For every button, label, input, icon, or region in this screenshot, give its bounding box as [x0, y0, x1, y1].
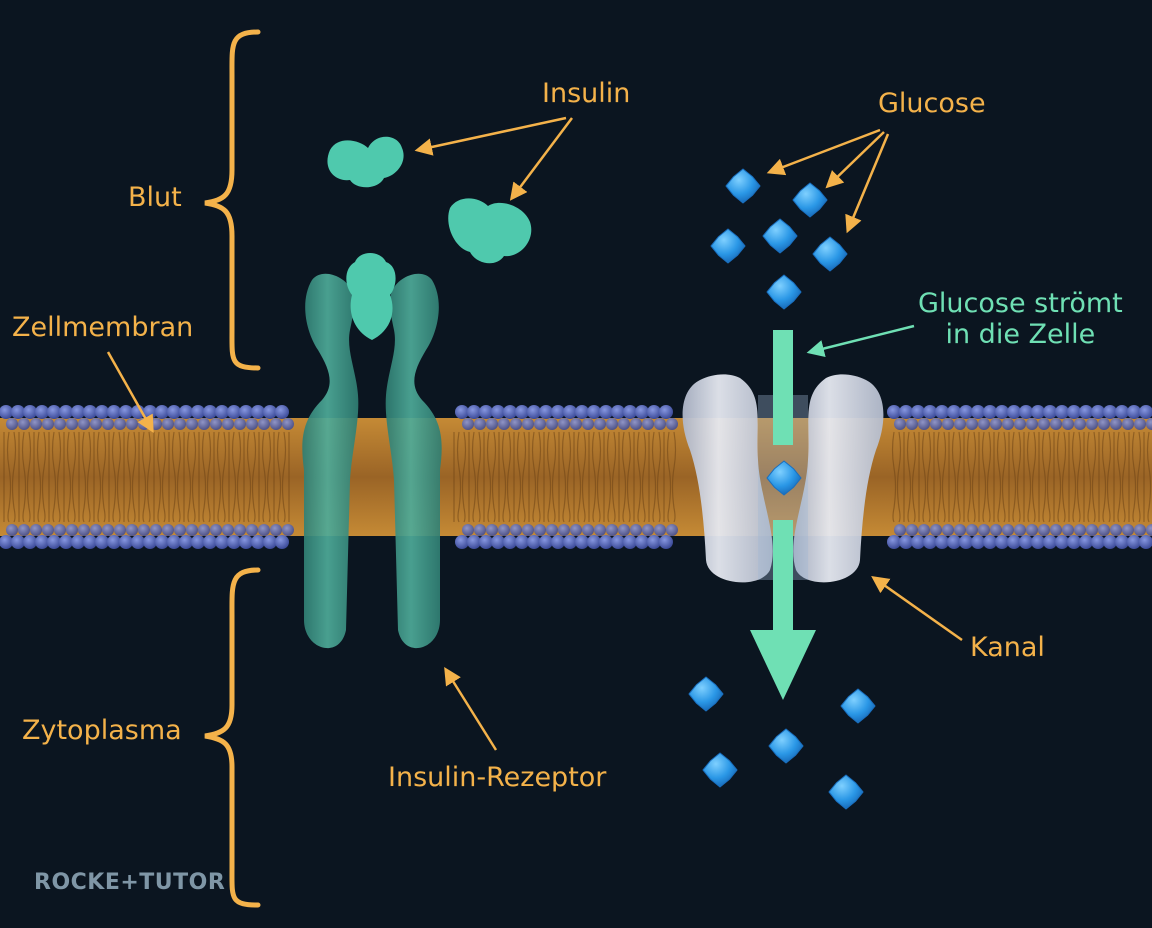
arrow-glucose-3	[845, 133, 890, 234]
lipid-heads-top	[0, 405, 1152, 430]
pointer-arrows	[106, 116, 963, 751]
glucose-molecule	[725, 168, 761, 204]
glucose-molecule	[766, 274, 802, 310]
arrow-zellmembran	[106, 351, 154, 434]
glucose-molecule	[766, 460, 802, 496]
label-glucose-flow: Glucose strömt in die Zelle	[918, 288, 1123, 350]
arrow-kanal	[871, 575, 963, 642]
label-glucose-flow-line2: in die Zelle	[945, 319, 1096, 351]
label-zellmembran: Zellmembran	[12, 312, 194, 343]
insulin-molecule-1	[327, 136, 404, 188]
label-insulin: Insulin	[542, 78, 631, 109]
brand-logo: ROCKE+TUTOR	[34, 870, 226, 895]
lipid-tails	[3, 431, 1152, 523]
cell-membrane	[0, 405, 1152, 549]
arrow-rezeptor	[444, 667, 498, 751]
glucose-molecule	[710, 228, 746, 264]
brace-zytoplasma	[204, 567, 261, 908]
arrow-glucose-2	[825, 131, 885, 189]
arrow-insulin-1	[414, 116, 567, 156]
label-zytoplasma: Zytoplasma	[22, 715, 182, 746]
glucose-molecule	[762, 218, 798, 254]
arrow-glucose-1	[766, 128, 881, 176]
glucose-molecule	[792, 182, 828, 218]
glucose-molecule	[702, 752, 738, 788]
glucose-molecule	[688, 676, 724, 712]
label-glucose: Glucose	[878, 88, 986, 119]
label-kanal: Kanal	[970, 632, 1045, 663]
label-insulin-rezeptor: Insulin-Rezeptor	[388, 762, 607, 793]
insulin-receptor	[302, 253, 442, 649]
glucose-molecule	[768, 728, 804, 764]
arrow-insulin-2	[509, 117, 573, 201]
flow-arrow	[750, 330, 816, 700]
glucose-molecules	[688, 168, 876, 810]
label-glucose-flow-line1: Glucose strömt	[918, 288, 1123, 319]
glucose-molecule	[840, 688, 876, 724]
label-blut: Blut	[128, 182, 182, 213]
lipid-heads-bottom	[0, 524, 1152, 549]
glucose-molecule	[812, 236, 848, 272]
insulin-molecule-2	[448, 198, 532, 264]
glucose-molecule	[828, 774, 864, 810]
arrow-flow	[806, 324, 915, 358]
brace-blut	[204, 29, 261, 371]
